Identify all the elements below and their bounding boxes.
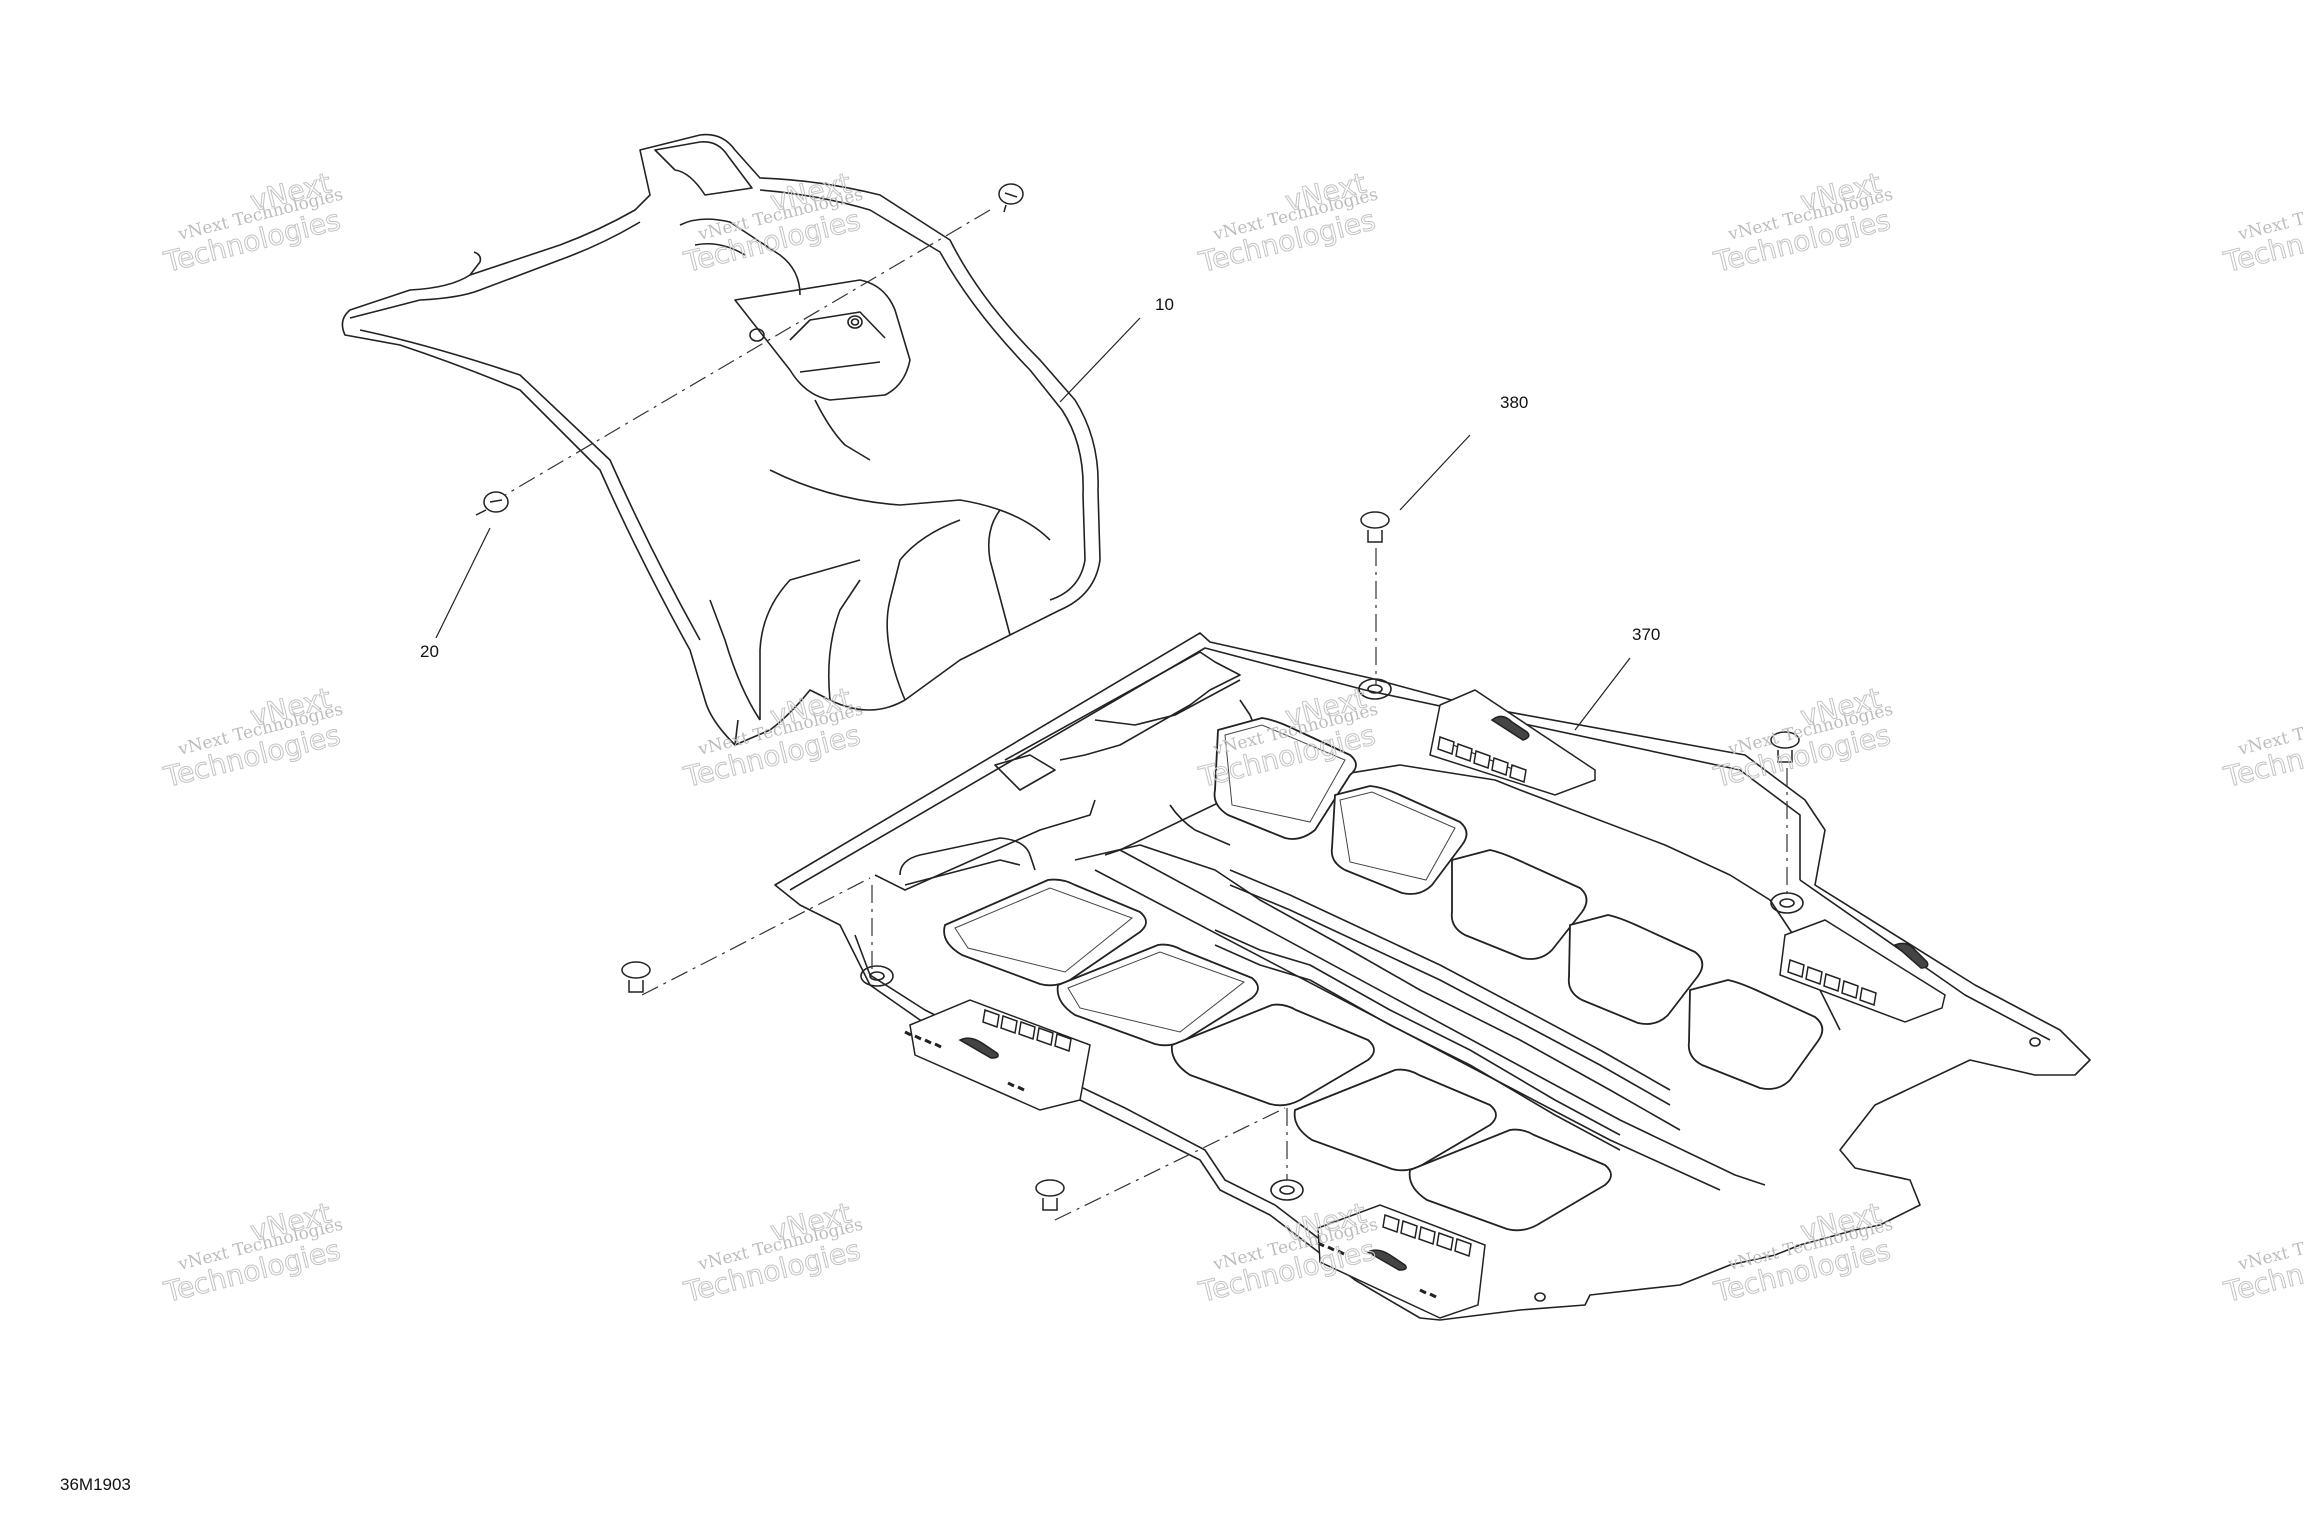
watermark: vNext Technologies vNext Technologies	[160, 166, 345, 280]
push-rivet-icon	[1770, 731, 1800, 763]
watermark: vNext Technologies vNext Technologies	[680, 681, 865, 795]
linq-logo-plate	[1317, 1204, 1486, 1319]
front-cover-part	[341, 133, 1101, 746]
skid-plate-part	[774, 632, 2091, 1321]
push-rivet-icon	[1035, 1179, 1065, 1211]
skid-plate-pad-insets	[954, 724, 1456, 1033]
push-rivet-icon	[1360, 511, 1390, 543]
watermark: vNext Technologies vNext Technologies	[680, 166, 865, 280]
linq-logo-plate	[1429, 689, 1596, 796]
watermark: vNext Technologies vNext Technologies	[160, 1196, 345, 1310]
watermark: vNext Technologies vNext Technologies	[680, 1196, 865, 1310]
watermark: vNext Technologies vNext Technologies	[1710, 1196, 1895, 1310]
watermark: vNext Technologies Technologies	[2220, 700, 2304, 795]
leader-lines	[435, 317, 1631, 731]
watermark: vNext Technologies vNext Technologies	[1710, 681, 1895, 795]
linq-logo-plate	[1779, 919, 1946, 1023]
watermark: vNext Technologies vNext Technologies	[160, 681, 345, 795]
watermark: vNext Technologies Technologies	[2220, 185, 2304, 280]
callout-10: 10	[1155, 295, 1174, 314]
callout-20: 20	[420, 642, 439, 661]
push-rivet-icon	[621, 961, 651, 993]
linq-logo-plate	[904, 999, 1091, 1111]
bolt-icon	[475, 491, 509, 516]
callout-380: 380	[1500, 393, 1528, 412]
figure-code: 36M1903	[60, 1475, 131, 1494]
assembly-axis-line	[641, 548, 1788, 1221]
watermark: vNext Technologies Technologies	[2220, 1215, 2304, 1310]
watermark: vNext Technologies vNext Technologies	[1710, 166, 1895, 280]
watermark: vNext Technologies vNext Technologies	[1195, 166, 1380, 280]
callout-370: 370	[1632, 625, 1660, 644]
assembly-axis-line	[504, 209, 991, 496]
bolt-icon	[998, 183, 1024, 213]
watermark: vNext Technologies vNext Technologies	[1195, 1196, 1380, 1310]
